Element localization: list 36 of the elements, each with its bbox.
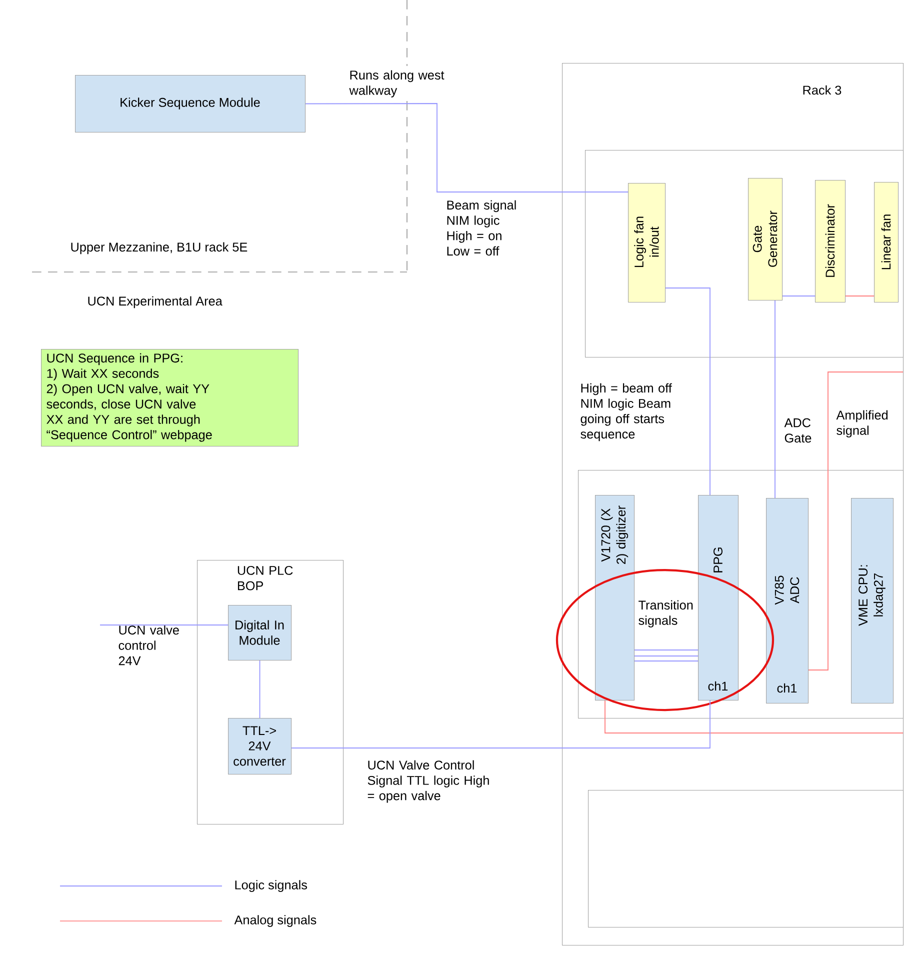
signal-line (665, 288, 710, 496)
signal-line (305, 103, 628, 192)
signal-line (291, 700, 710, 748)
signal-line (774, 300, 776, 498)
empty-box (578, 470, 904, 719)
module-box: VME CPU: lxdaq27 (851, 498, 894, 704)
module-box: V1720 (X 2) digitizer (595, 495, 635, 701)
module-box: TTL-> 24V converter (228, 718, 292, 775)
signal-line (259, 660, 260, 718)
legend-label: Logic signals (235, 880, 307, 892)
signal-line (808, 372, 904, 670)
legend-label: Analog signals (234, 915, 316, 927)
annotation-text: Beam signal NIM logic High = on Low = off (447, 200, 516, 256)
empty-box (588, 790, 904, 928)
module-box: Discriminator (815, 180, 846, 303)
annotation-text: UCN Experimental Area (88, 296, 222, 308)
module-box: Linear fan (874, 182, 899, 303)
module-box: Digital In Module (228, 605, 292, 661)
module-box: Logic fan in/out (628, 183, 666, 303)
module-box: Gate Generator (748, 178, 783, 301)
annotation-text: ADC Gate (784, 418, 812, 443)
module-box: V785 ADC ch1 (766, 498, 809, 704)
module-box: Kicker Sequence Module (75, 75, 306, 133)
annotation-text: Transition signals (638, 600, 693, 628)
annotation-text: Upper Mezzanine, B1U rack 5E (71, 242, 248, 254)
signal-line (100, 624, 228, 626)
annotation-text: High = beam off NIM logic Beam going off starts sequence (580, 383, 672, 442)
signal-line (634, 660, 698, 662)
annotation-text: UCN Valve Control Signal TTL logic High = open valve (368, 760, 489, 803)
annotation-text: Runs along west walkway (349, 70, 444, 98)
note-box: UCN Sequence in PPG: 1) Wait XX seconds 2) Open UCN valve, wait YY seconds, close UCN valve XX and YY are set through “Sequence Control” webpage (41, 349, 299, 447)
signal-line (604, 700, 904, 734)
module-box: PPG ch1 (698, 495, 739, 701)
empty-box (585, 150, 904, 358)
annotation-text: UCN valve control 24V (118, 625, 179, 666)
annotation-text: Amplified signal (836, 410, 888, 438)
